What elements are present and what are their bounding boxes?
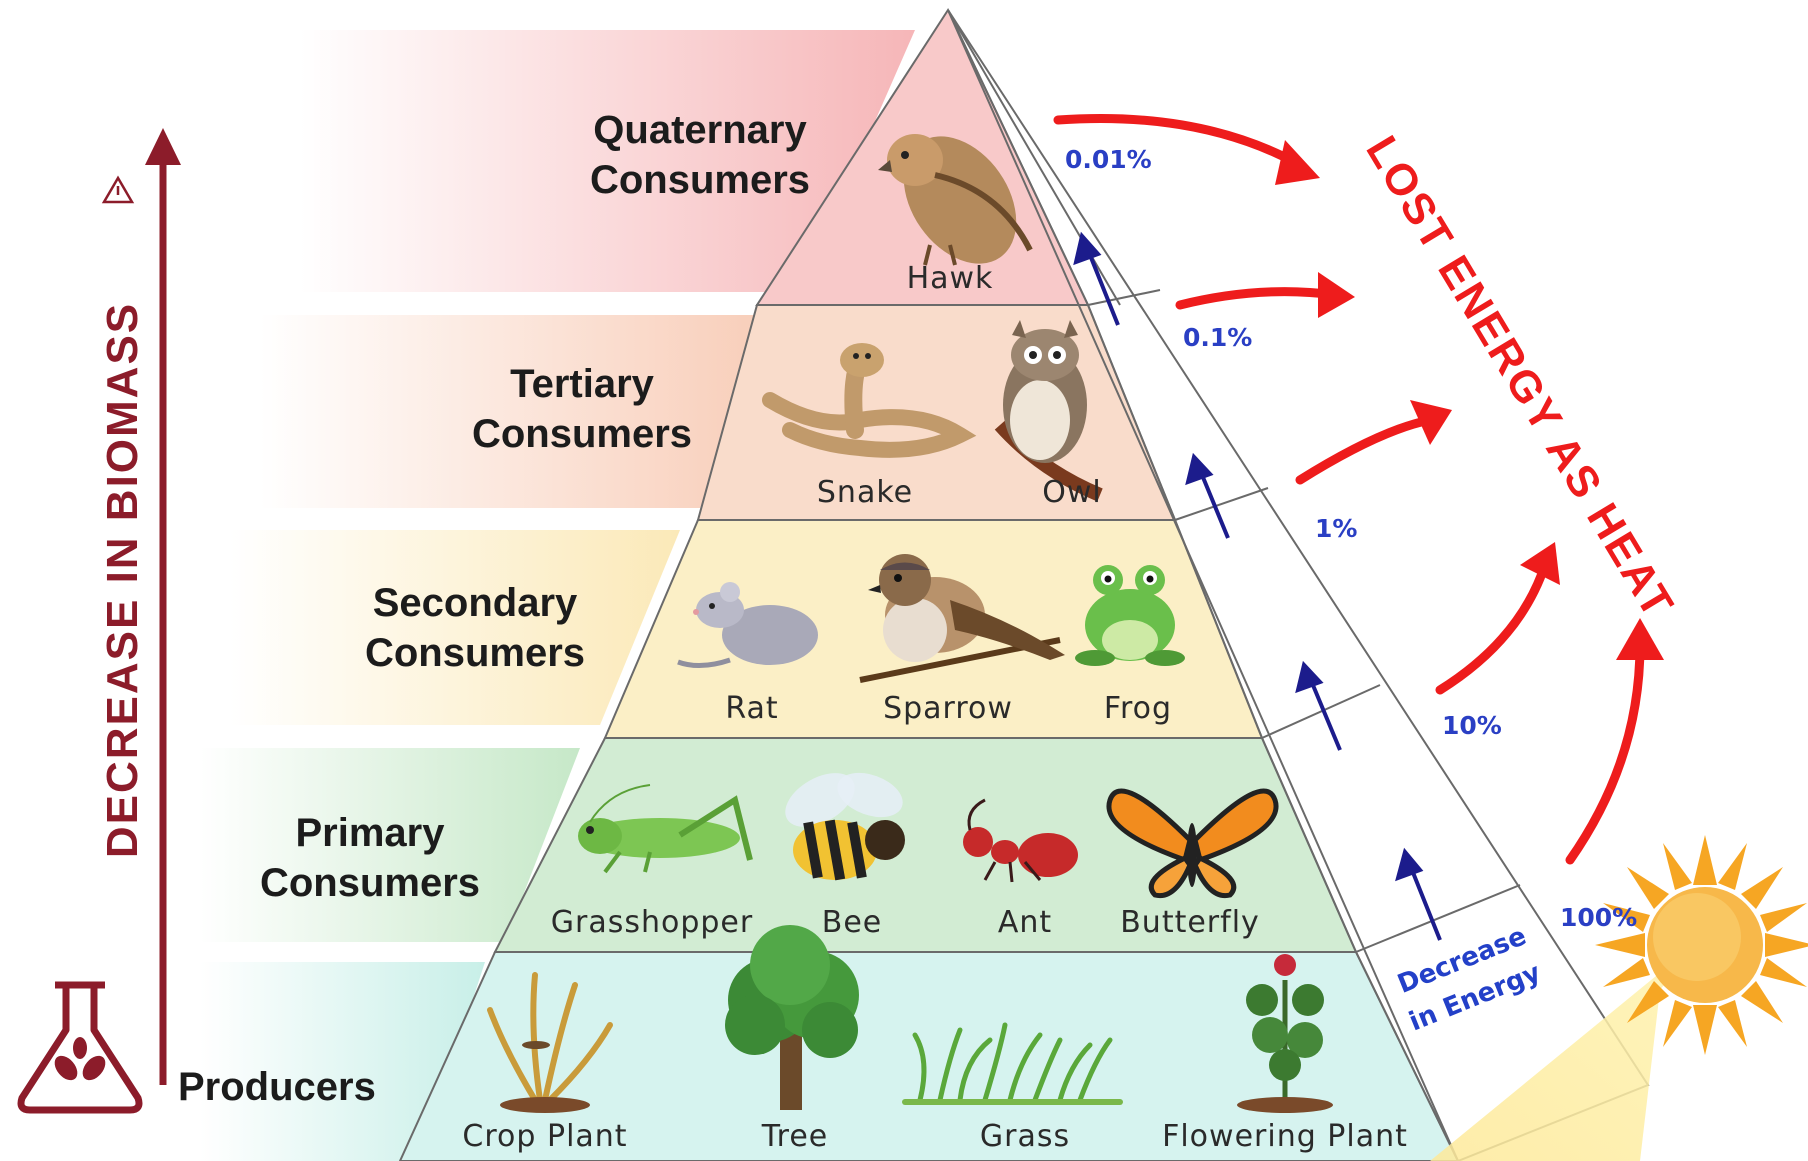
percent-quaternary: 0.01% <box>1065 145 1152 174</box>
sunlight-beam <box>1430 940 1700 1161</box>
organism-label-hawk: Hawk <box>907 261 994 296</box>
flowering-plant-illustration <box>1237 954 1333 1113</box>
organism-label-frog: Frog <box>1104 691 1172 726</box>
tertiary-label-line2: Consumers <box>472 412 692 456</box>
bee-illustration <box>785 772 905 881</box>
tier-producers <box>398 951 1460 1161</box>
biomass-arrow <box>145 128 181 1085</box>
sun-icon <box>1595 835 1808 1055</box>
snake-illustration <box>762 343 977 458</box>
tree-illustration <box>725 925 859 1110</box>
organism-label-flowering-plant: Flowering Plant <box>1162 1119 1408 1154</box>
band-quaternary <box>300 30 915 292</box>
warning-icon <box>101 175 135 204</box>
percent-primary: 10% <box>1442 711 1502 740</box>
organism-label-owl: Owl <box>1042 475 1101 510</box>
band-producers <box>200 962 485 1161</box>
producers-label: Producers <box>178 1065 376 1109</box>
frog-illustration <box>1075 565 1185 666</box>
organism-label-sparrow: Sparrow <box>883 691 1013 726</box>
crop-plant-illustration <box>487 972 613 1113</box>
heat-arrow-2 <box>1175 287 1340 310</box>
sparrow-illustration <box>859 554 1065 683</box>
grass-illustration <box>902 1022 1123 1105</box>
flask-leaf-icon <box>17 981 143 1114</box>
primary-label-line2: Consumers <box>260 861 480 905</box>
organism-label-rat: Rat <box>725 691 778 726</box>
ant-illustration <box>963 798 1078 883</box>
organism-label-butterfly: Butterfly <box>1120 905 1260 940</box>
organism-label-tree: Tree <box>761 1119 829 1154</box>
owl-illustration <box>994 320 1103 502</box>
secondary-label-line2: Consumers <box>365 631 585 675</box>
grasshopper-illustration <box>578 784 753 874</box>
organism-label-crop-plant: Crop Plant <box>462 1119 627 1154</box>
heat-arrows <box>1053 114 1645 865</box>
organism-label-grasshopper: Grasshopper <box>551 905 753 940</box>
primary-label-line1: Primary <box>296 811 446 855</box>
percent-producers: 100% <box>1560 903 1637 932</box>
percent-tertiary: 0.1% <box>1183 323 1252 352</box>
organism-label-bee: Bee <box>822 905 883 940</box>
heat-arrow-5 <box>1565 640 1645 865</box>
heat-arrow-4 <box>1435 560 1550 695</box>
quaternary-label-line1: Quaternary <box>593 108 807 152</box>
organism-label-snake: Snake <box>817 475 913 510</box>
quaternary-label-line2: Consumers <box>590 158 810 202</box>
energy-flow-arrows <box>1073 231 1442 941</box>
organism-label-grass: Grass <box>980 1119 1070 1154</box>
level-bands <box>200 30 915 1161</box>
hawk-illustration <box>878 134 1033 266</box>
biomass-label: DECREASE IN BIOMASS <box>98 302 147 858</box>
band-primary <box>200 748 580 942</box>
organism-label-ant: Ant <box>998 905 1052 940</box>
heat-arrow-1 <box>1053 114 1305 170</box>
tier-tertiary <box>696 304 1177 521</box>
secondary-label-line1: Secondary <box>373 581 578 625</box>
tertiary-label-line1: Tertiary <box>510 362 655 406</box>
rat-illustration <box>677 582 818 668</box>
band-secondary <box>230 530 680 725</box>
butterfly-illustration <box>1106 788 1279 899</box>
percent-secondary: 1% <box>1315 514 1357 543</box>
heat-label: LOST ENERGY AS HEAT <box>1356 128 1683 627</box>
band-tertiary <box>260 315 775 508</box>
heat-arrow-3 <box>1295 415 1435 485</box>
